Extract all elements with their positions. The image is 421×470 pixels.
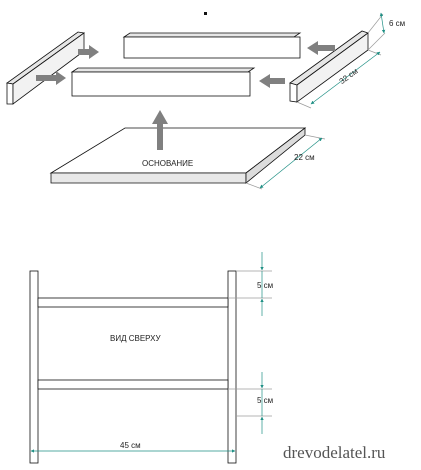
arrow-left-icon [259,74,285,88]
dot-mark [204,12,207,15]
width-label: 45 см [120,441,141,450]
thickness-dimension: 6 см [367,12,405,51]
arrow-right-icon [78,45,99,59]
thickness-label: 6 см [389,19,405,28]
top-view-right-board [227,270,237,464]
arrow-right-icon [36,71,66,85]
exploded-view: ОСНОВАНИЕ 6 см 32 см 22 см [5,12,405,190]
front-board [70,67,256,97]
top-gap-dimension: 5 см [228,252,273,316]
arrow-up-icon [152,110,168,150]
top-view-back-board [37,297,229,308]
base-board [49,127,307,184]
top-view-front-board [37,379,229,390]
site-watermark: drevodelatel.ru [283,443,386,462]
base-depth-dimension: 22 см [245,134,326,190]
back-board [122,32,302,59]
base-label: ОСНОВАНИЕ [142,159,193,168]
base-depth-label: 22 см [294,153,315,162]
top-view-left-board [29,270,39,464]
arrow-left-icon [307,41,335,55]
top-view: ВИД СВЕРХУ 5 см 5 см 45 см [29,252,273,464]
bottom-gap-label: 5 см [257,396,273,405]
assembly-arrows [36,41,335,150]
top-gap-label: 5 см [257,281,273,290]
right-side-board [289,30,369,103]
width-dimension: 45 см [30,441,236,453]
top-view-title: ВИД СВЕРХУ [110,334,161,343]
bottom-gap-dimension: 5 см [228,372,273,434]
